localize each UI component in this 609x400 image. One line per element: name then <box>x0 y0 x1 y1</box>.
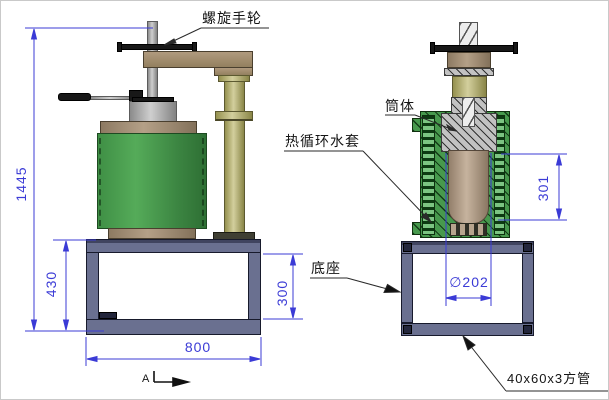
spiral-channel-right <box>494 115 505 235</box>
heating-cylinder <box>97 133 207 229</box>
section-marker-letter: A <box>142 373 151 385</box>
lower-end-disc <box>108 228 196 239</box>
dim-barrel-height: 301 <box>535 174 551 202</box>
dim-base-height: 430 <box>43 270 59 298</box>
handwheel-knob-left <box>117 42 122 52</box>
cross-arm <box>143 51 253 68</box>
leader-handwheel <box>163 27 269 46</box>
handwheel-knob-right-section <box>513 42 518 54</box>
base-bottom-rail-left-view <box>86 319 261 335</box>
base-left-post-section <box>401 253 413 323</box>
barrel-bore <box>448 150 489 224</box>
leader-base <box>310 277 402 294</box>
column-mid-flange <box>215 111 253 121</box>
label-water-jacket: 热循环水套 <box>285 133 360 149</box>
handwheel-bar-section <box>433 45 515 52</box>
label-base: 底座 <box>311 260 341 276</box>
leader-water-jacket <box>284 150 433 224</box>
jacket-ear-bottom <box>412 222 421 235</box>
handwheel-knob-left-section <box>430 42 435 54</box>
cylinder-edge-marks-right <box>202 138 206 226</box>
tube-corner-tl <box>403 243 412 252</box>
label-cylinder-body: 筒体 <box>385 98 415 114</box>
dim-base-inner-height: 300 <box>274 279 290 307</box>
screw-in-cover <box>462 97 475 127</box>
wheel-hub-block <box>447 52 491 68</box>
screw-flange <box>444 68 494 76</box>
tube-corner-tr <box>523 243 532 252</box>
barrel-bottom-grate <box>450 223 487 236</box>
handle-grip <box>58 93 91 101</box>
label-square-tube: 40x60x3方管 <box>507 371 592 386</box>
spiral-channel-left <box>422 115 435 235</box>
jacket-ear-top <box>412 118 421 132</box>
clamp-cylinder <box>129 101 177 122</box>
cylinder-edge-marks-left <box>99 138 103 226</box>
tube-corner-br <box>523 325 532 334</box>
dim-bore-diameter: ∅202 <box>449 274 489 290</box>
section-marker-lines <box>153 371 192 388</box>
base-top-rail-left-view <box>86 239 261 253</box>
dim-total-height: 1445 <box>13 166 29 202</box>
base-top-rail-section <box>401 241 534 254</box>
base-right-post-section <box>522 253 534 323</box>
tube-corner-bl <box>403 325 412 334</box>
base-right-post-left-view <box>248 252 261 320</box>
dim-base-width: 800 <box>184 339 212 355</box>
dim-base-width-lines <box>85 337 262 366</box>
base-bottom-rail-section <box>401 323 534 336</box>
support-column <box>224 81 245 234</box>
handwheel-bar <box>120 44 194 50</box>
base-left-post-left-view <box>86 252 99 320</box>
base-inner-step <box>99 312 117 319</box>
label-handwheel: 螺旋手轮 <box>202 10 262 26</box>
clamp-cylinder-cap <box>132 97 174 102</box>
